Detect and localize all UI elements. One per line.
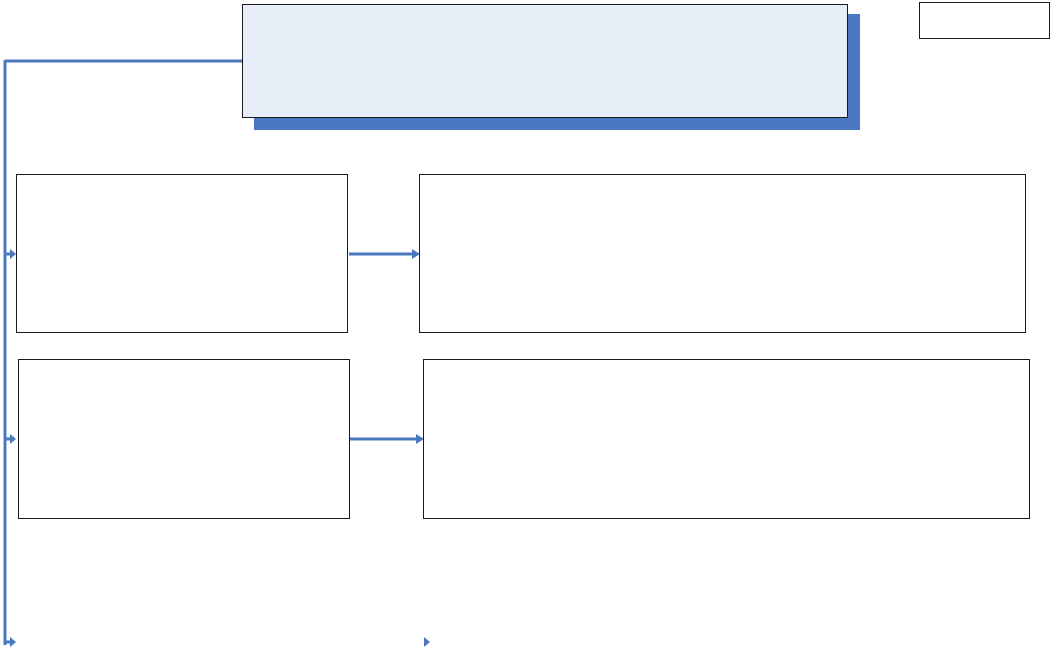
arrowhead-bottom-right	[424, 637, 430, 647]
row1-left-box	[16, 174, 348, 333]
title-box	[242, 4, 848, 118]
row2-right-box	[423, 359, 1030, 519]
arrowhead-row1-left	[10, 249, 16, 259]
arrowhead-row1-right	[412, 249, 420, 259]
row1-right-box	[419, 174, 1026, 333]
arrowhead-bottom-left	[10, 637, 16, 647]
arrowhead-row2-left	[10, 434, 16, 444]
row2-left-box	[18, 359, 350, 519]
tag-box	[919, 2, 1050, 39]
arrowhead-row2-right	[416, 434, 424, 444]
